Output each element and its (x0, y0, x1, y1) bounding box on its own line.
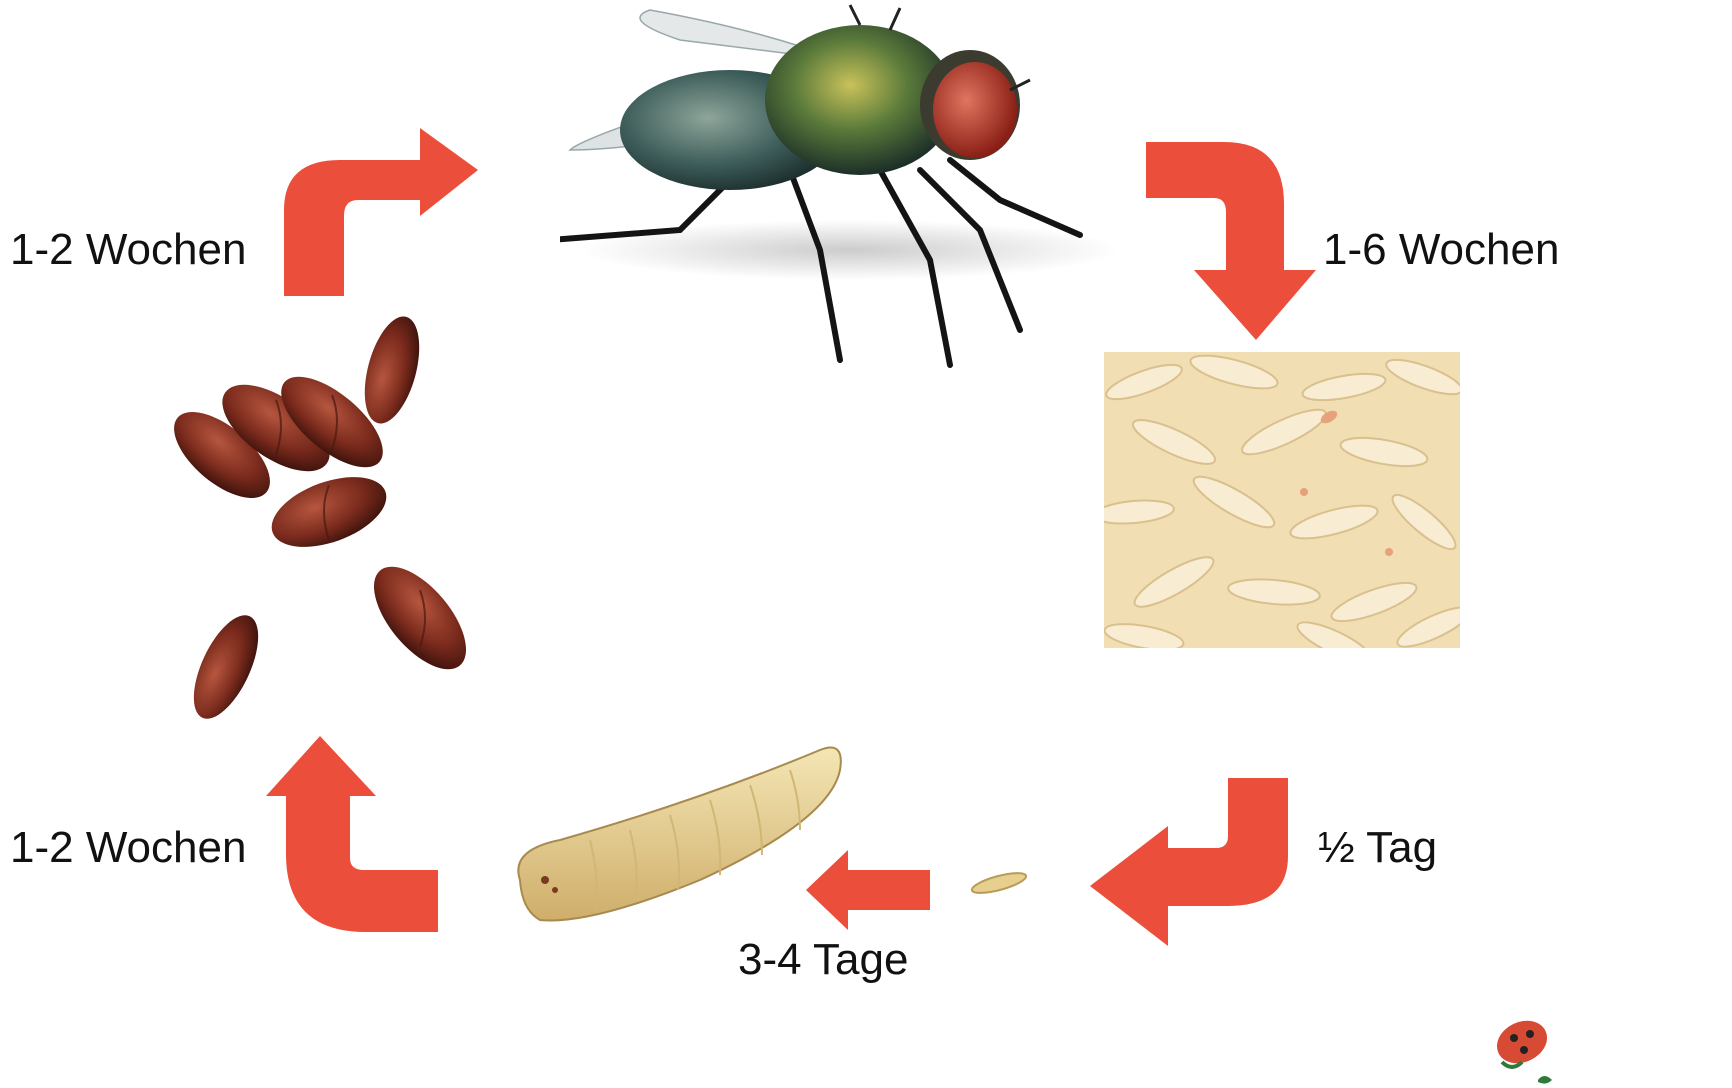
arrow-larva-growth (806, 850, 930, 930)
label-eggs-to-hatch: ½ Tag (1318, 826, 1437, 870)
arrow-adult-to-eggs (1144, 140, 1324, 340)
pupae (136, 300, 498, 736)
arrow-pupa-to-adult (280, 120, 490, 300)
larva (500, 730, 850, 930)
label-pupa-to-adult: 1-2 Wochen (10, 228, 246, 272)
arrow-larva-to-pupa (266, 734, 440, 934)
label-larva-growth: 3-4 Tage (738, 938, 908, 982)
label-adult-to-eggs: 1-6 Wochen (1323, 228, 1559, 272)
label-larva-to-pupa: 1-2 Wochen (10, 826, 246, 870)
eggs-on-rice (1104, 352, 1460, 648)
ladybug-logo (1482, 1002, 1562, 1088)
adult-fly (560, 0, 1140, 370)
young-larva (968, 870, 1030, 896)
arrow-eggs-to-hatch (1088, 776, 1294, 946)
